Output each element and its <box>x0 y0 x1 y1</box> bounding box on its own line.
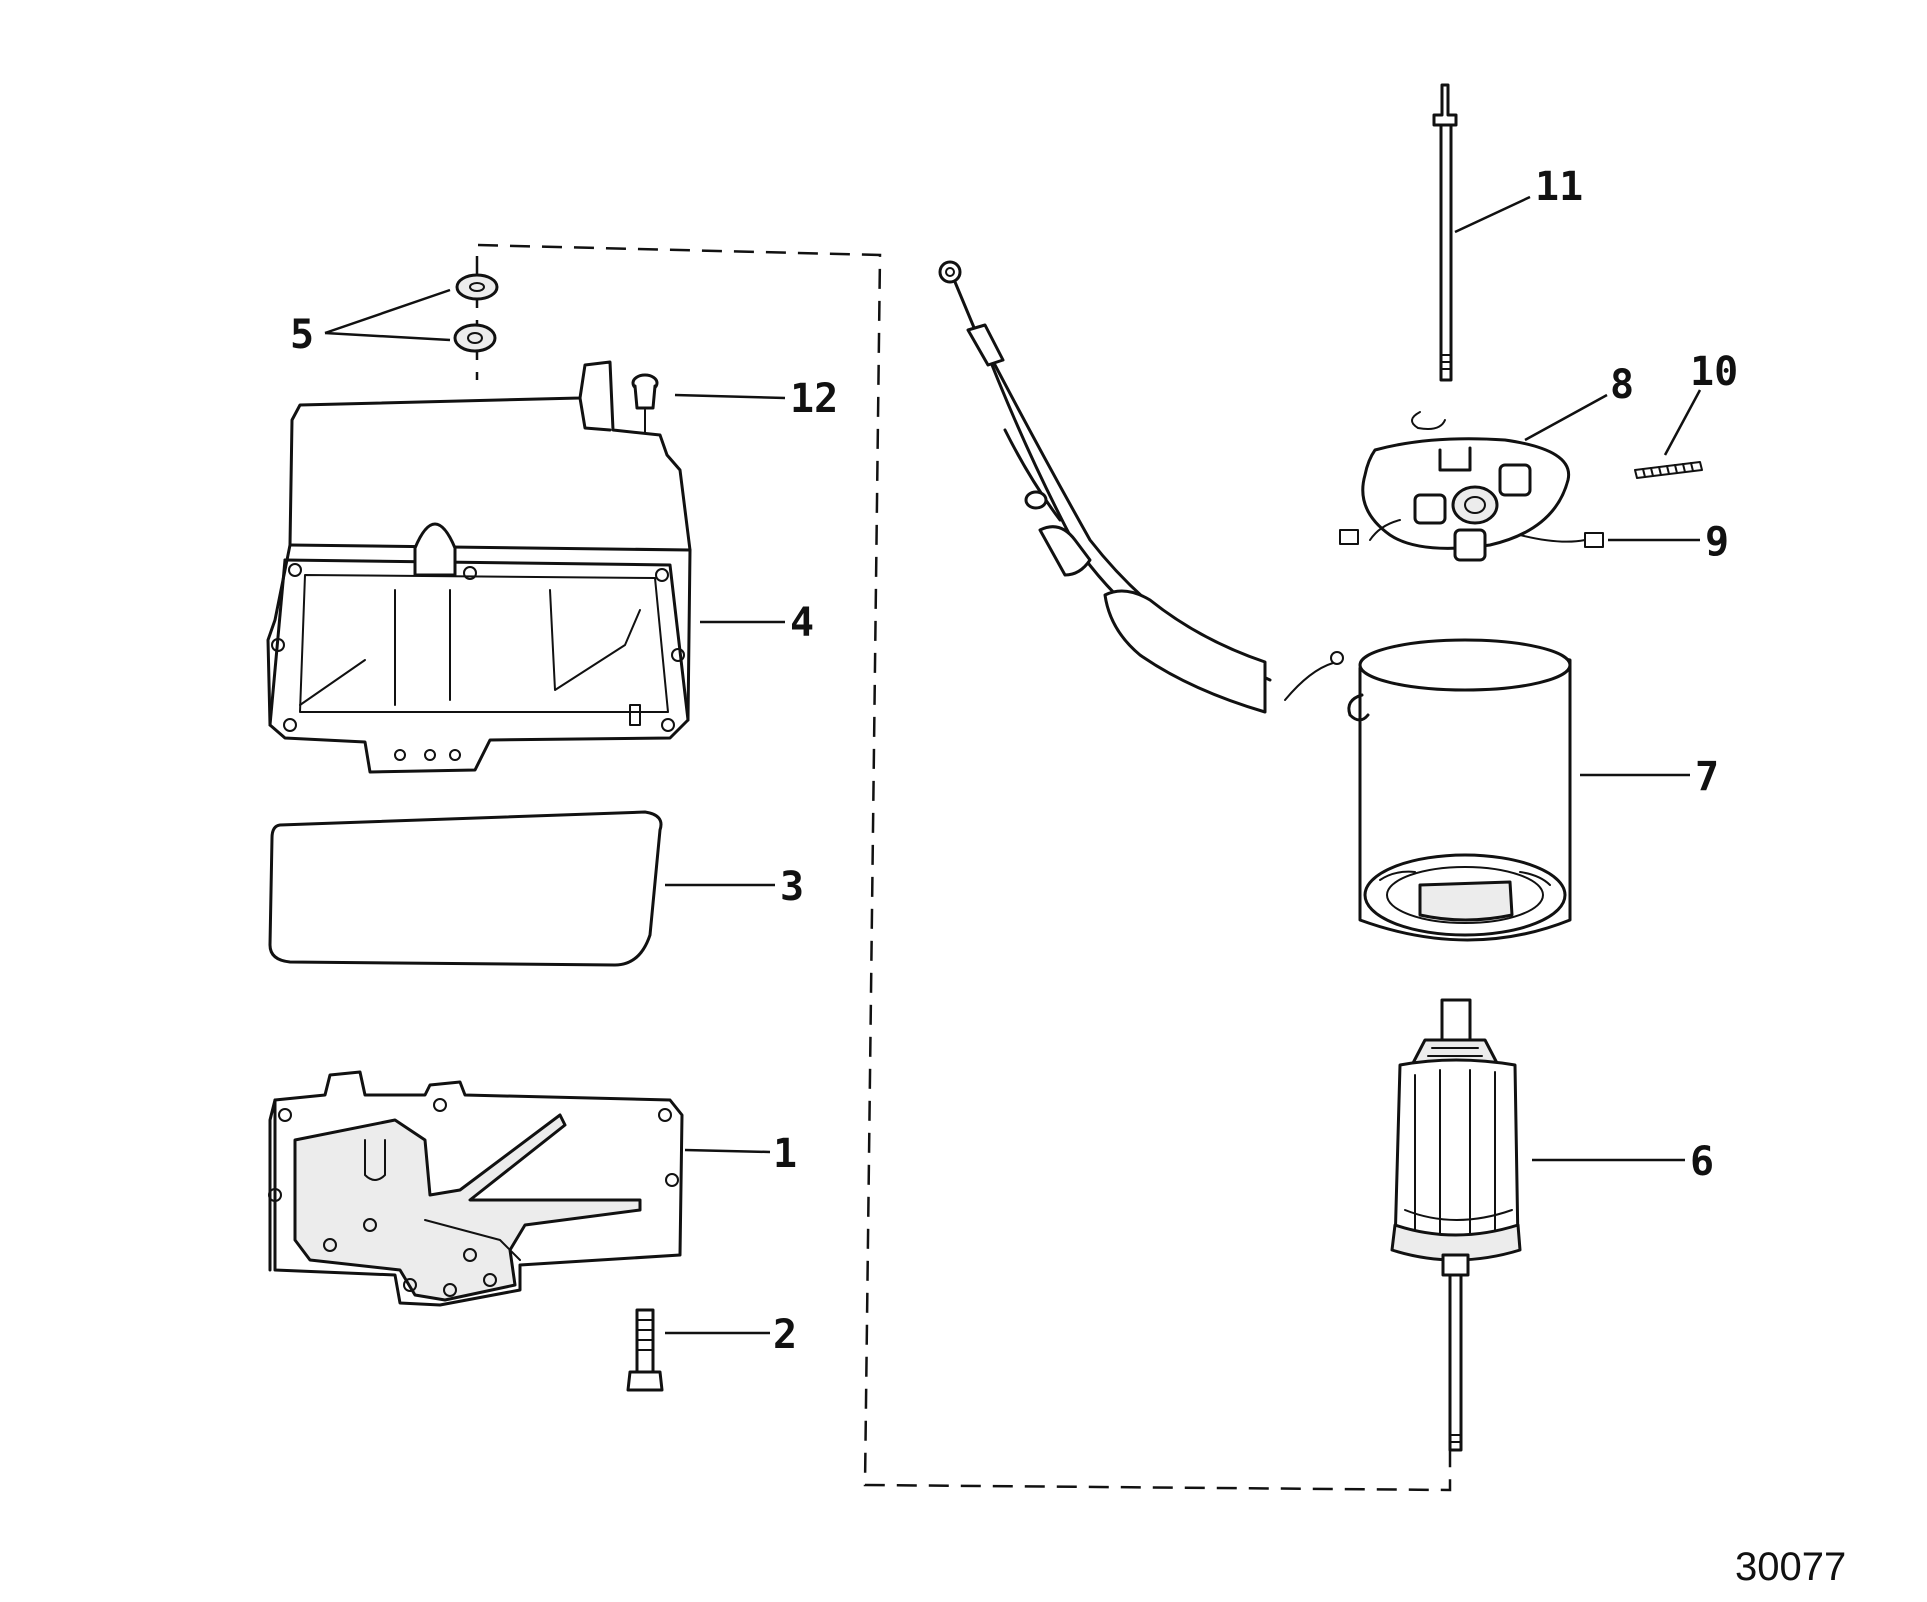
leader-lines <box>324 195 1702 1335</box>
part-4-cover-housing <box>266 360 692 774</box>
part-1-base-housing <box>268 1070 684 1307</box>
callout-11: 11 <box>1535 164 1583 210</box>
callout-2: 2 <box>773 1312 797 1358</box>
part-11-through-bolt <box>1411 83 1458 430</box>
part-5-nuts <box>453 273 499 353</box>
callout-1: 1 <box>773 1131 797 1177</box>
callout-5: 5 <box>290 312 314 358</box>
part-8-brush-plate <box>1339 437 1604 562</box>
callout-10: 10 <box>1690 349 1738 395</box>
callout-9: 9 <box>1705 519 1729 565</box>
callout-6: 6 <box>1690 1139 1714 1185</box>
assembly-dashed-line <box>475 243 1452 1492</box>
part-2-bolt <box>626 1308 664 1392</box>
part-7-field-frame <box>938 260 1572 942</box>
callout-7: 7 <box>1695 754 1719 800</box>
part-10-spring <box>1634 461 1703 479</box>
callout-8: 8 <box>1610 362 1634 408</box>
part-3-gasket <box>268 810 663 967</box>
part-6-armature <box>1390 998 1522 1452</box>
callout-4: 4 <box>790 600 814 646</box>
part-12-plug <box>631 373 659 441</box>
figure-number: 30077 <box>1735 1545 1846 1589</box>
callout-12: 12 <box>790 376 838 422</box>
callout-3: 3 <box>780 864 804 910</box>
